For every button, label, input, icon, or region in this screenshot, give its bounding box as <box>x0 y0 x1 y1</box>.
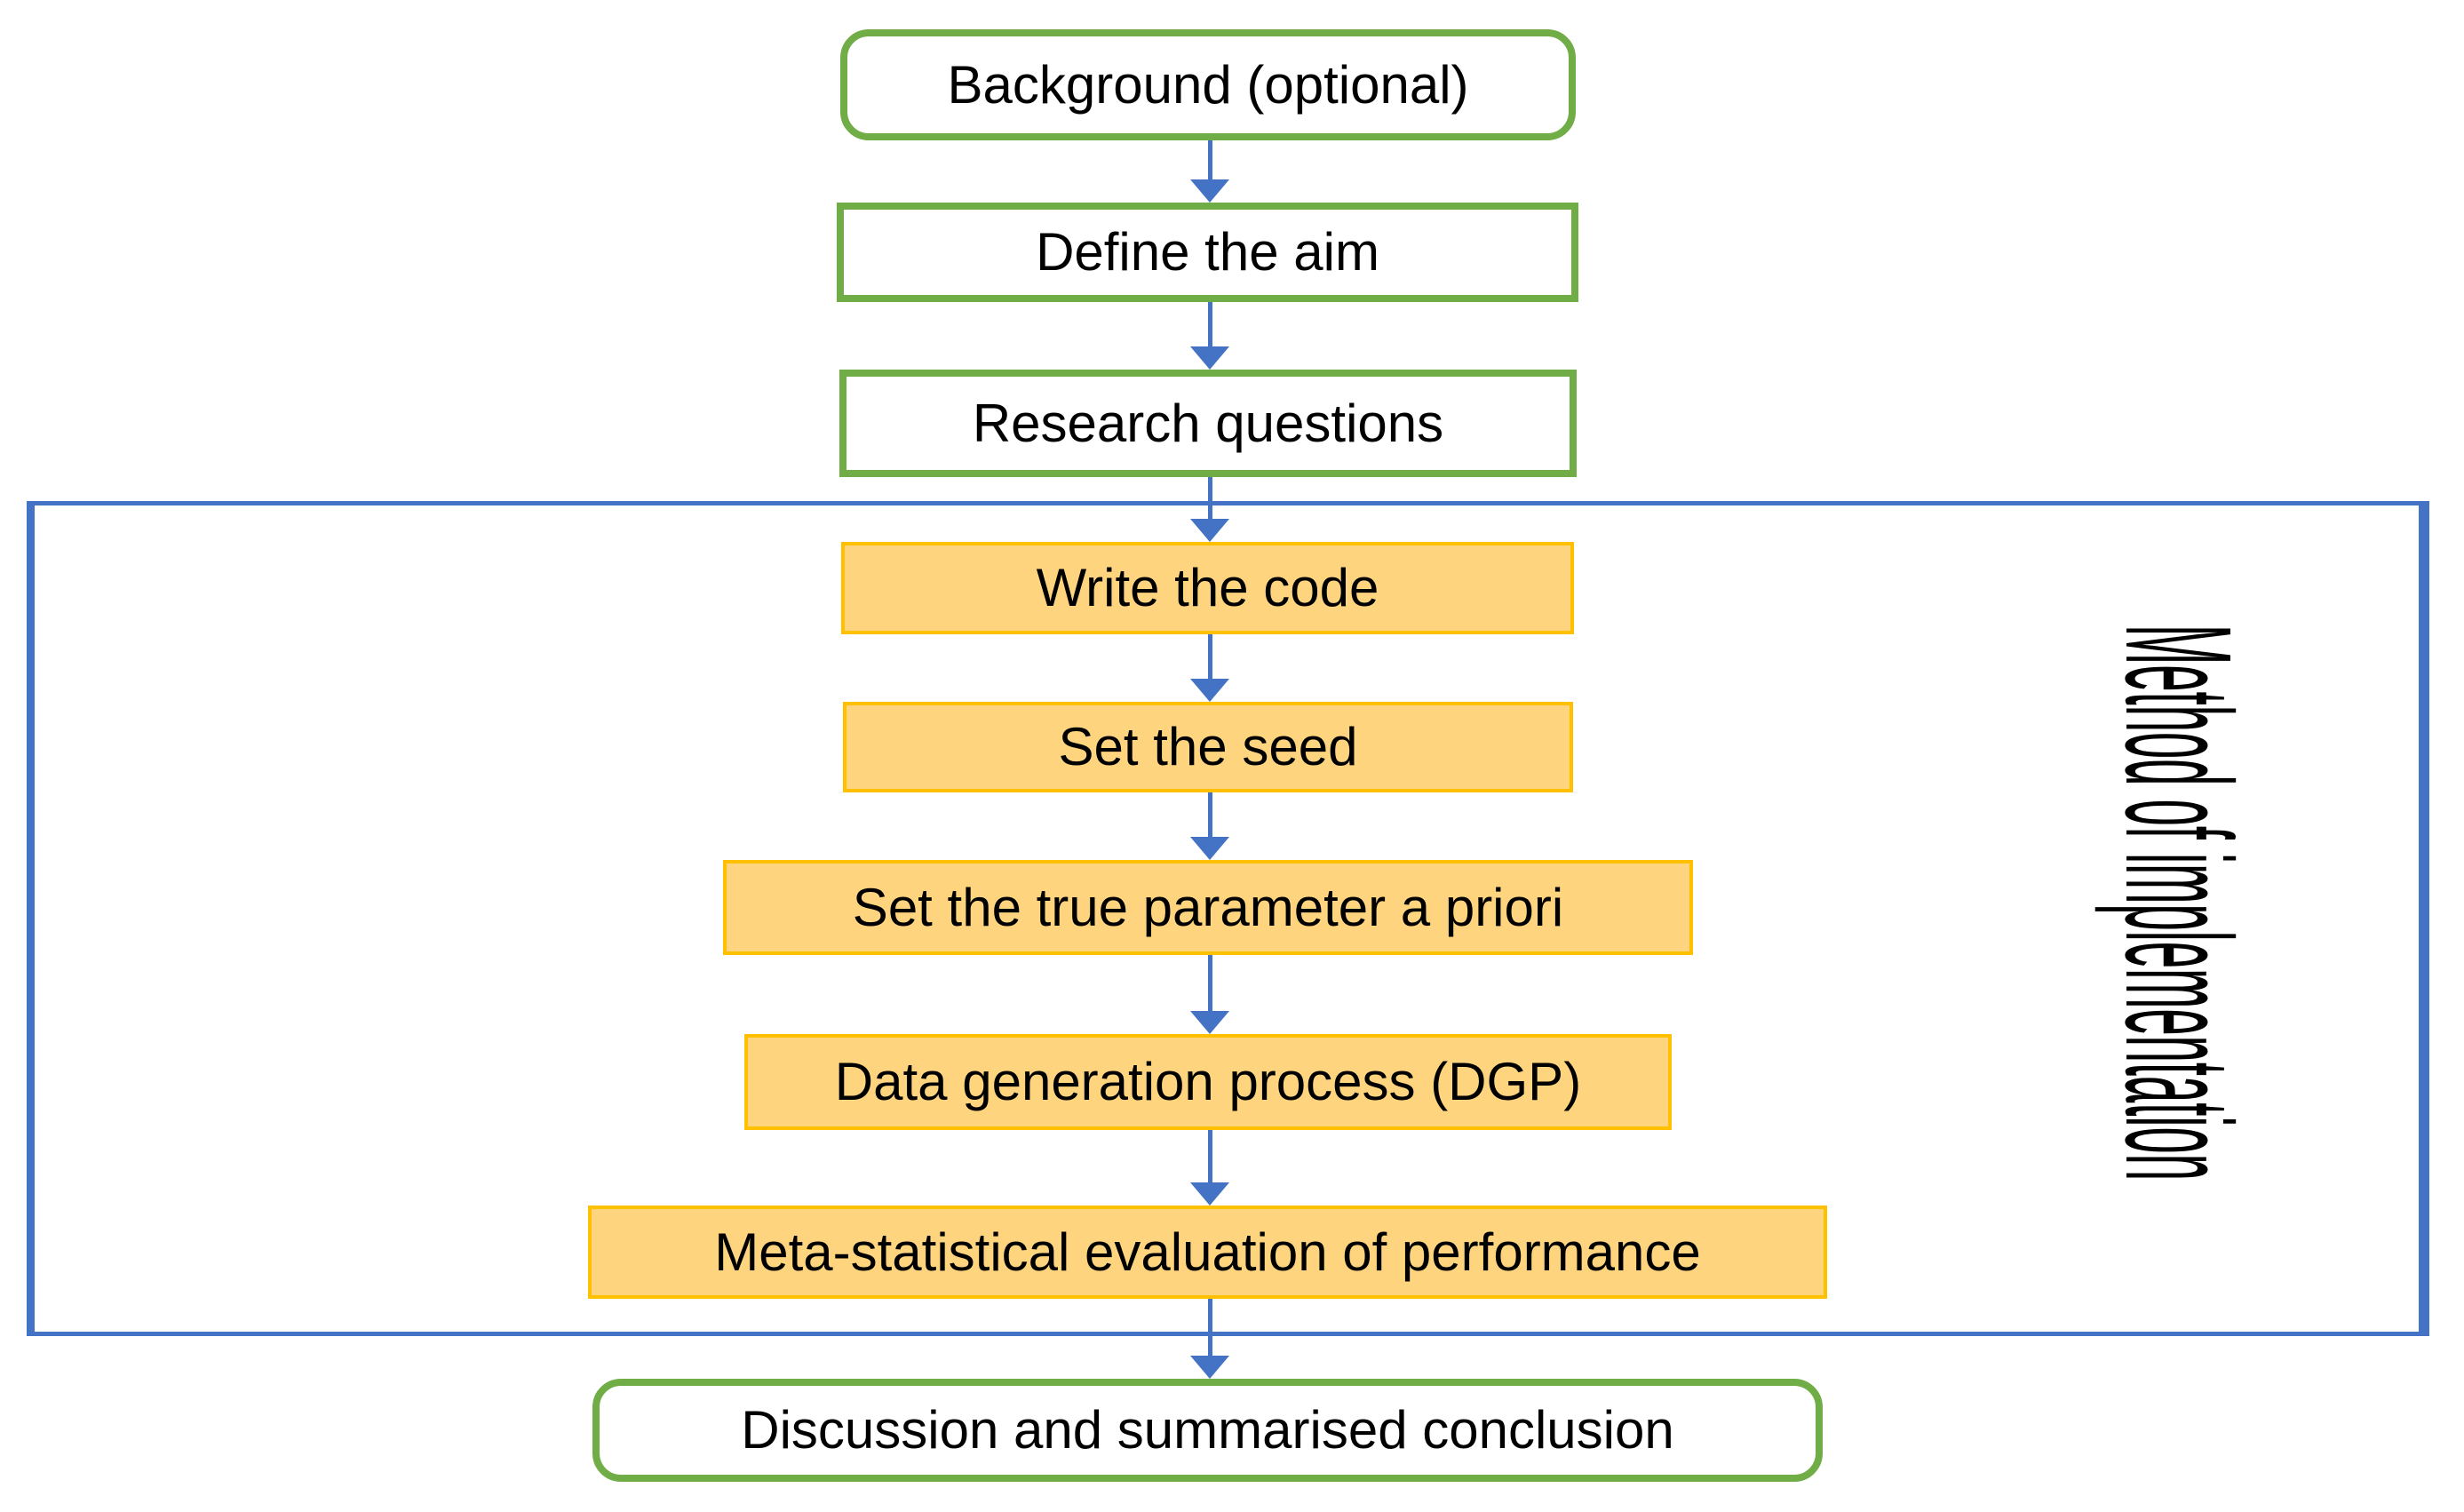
node-label: Meta-statistical evaluation of performan… <box>714 1222 1701 1282</box>
arrow-stem <box>1207 955 1212 1011</box>
node-label: Research questions <box>972 393 1444 453</box>
node-label: Set the seed <box>1058 717 1358 776</box>
node-label: Data generation process (DGP) <box>834 1052 1582 1111</box>
node-label: Background (optional) <box>947 54 1469 115</box>
method-of-implementation-frame <box>27 501 2429 1336</box>
node-set-seed: Set the seed <box>843 702 1573 792</box>
arrow-head-icon <box>1190 837 1229 860</box>
node-discussion-conclusion: Discussion and summarised conclusion <box>592 1379 1823 1482</box>
arrow-head-icon <box>1190 1011 1229 1034</box>
node-label: Write the code <box>1036 558 1379 617</box>
arrow-head-icon <box>1190 679 1229 702</box>
flow-arrow-5 <box>1190 792 1229 860</box>
arrow-head-icon <box>1190 1356 1229 1379</box>
method-of-implementation-label: Method of implementation <box>2094 625 2262 1181</box>
flow-arrow-7 <box>1190 1130 1229 1206</box>
arrow-head-icon <box>1190 1182 1229 1206</box>
node-set-true-parameter: Set the true parameter a priori <box>723 860 1693 955</box>
flow-arrow-3 <box>1190 477 1229 542</box>
arrow-stem <box>1207 634 1212 679</box>
node-define-aim: Define the aim <box>837 203 1578 302</box>
node-label: Define the aim <box>1036 222 1379 282</box>
node-label: Set the true parameter a priori <box>852 877 1564 937</box>
arrow-head-icon <box>1190 519 1229 542</box>
arrow-stem <box>1207 1299 1212 1356</box>
node-background: Background (optional) <box>840 29 1576 140</box>
arrow-head-icon <box>1190 179 1229 203</box>
arrow-stem <box>1207 792 1212 837</box>
flow-arrow-4 <box>1190 634 1229 702</box>
flow-arrow-2 <box>1190 302 1229 370</box>
node-data-generation-process: Data generation process (DGP) <box>744 1034 1672 1130</box>
arrow-stem <box>1207 1130 1212 1182</box>
node-write-code: Write the code <box>841 542 1574 634</box>
arrow-head-icon <box>1190 346 1229 370</box>
node-research-questions: Research questions <box>839 370 1577 477</box>
arrow-stem <box>1207 477 1212 519</box>
flow-arrow-8 <box>1190 1299 1229 1379</box>
arrow-stem <box>1207 140 1212 179</box>
node-meta-statistical-evaluation: Meta-statistical evaluation of performan… <box>588 1206 1827 1299</box>
arrow-stem <box>1207 302 1212 346</box>
flow-arrow-1 <box>1190 140 1229 203</box>
node-label: Discussion and summarised conclusion <box>741 1400 1674 1460</box>
flow-arrow-6 <box>1190 955 1229 1034</box>
